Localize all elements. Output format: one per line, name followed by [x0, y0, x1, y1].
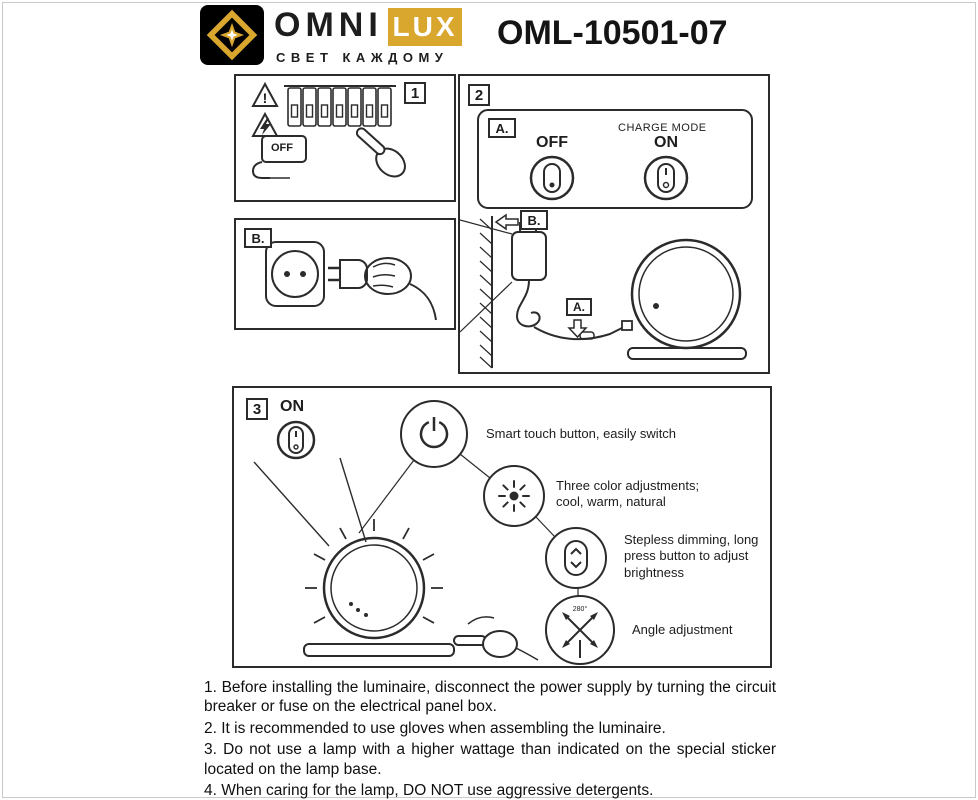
charge-off-label: OFF: [536, 134, 568, 151]
callout-color-text: Three color adjustments; cool, warm, nat…: [556, 478, 700, 510]
pressing-hand-icon: [355, 127, 406, 178]
step1-off-sticker-label: OFF: [271, 142, 293, 154]
instruction-3: 3. Do not use a lamp with a higher watta…: [204, 741, 776, 778]
instruction-1: 1. Before installing the luminaire, disc…: [204, 679, 776, 716]
dimming-icon: [545, 527, 607, 589]
color-adjust-icon: [483, 465, 545, 527]
electric-hazard-icon: [251, 111, 279, 137]
step2-label: 2: [468, 84, 490, 106]
step1-label: 1: [404, 82, 426, 104]
step3-label: 3: [246, 398, 268, 420]
instructions: 1. Before installing the luminaire, disc…: [204, 678, 776, 800]
zoom-line-bottom: [460, 281, 513, 333]
pointer-line-right: [339, 457, 367, 543]
connector-arrow-icon: [567, 319, 588, 339]
wall-icon: [479, 216, 493, 369]
power-adapter-icon: [511, 222, 633, 341]
logo-star-icon: [206, 9, 258, 61]
callout-links: [358, 453, 579, 596]
instruction-2: 2. It is recommended to use gloves when …: [204, 719, 666, 737]
omnilux-logo: [200, 5, 264, 65]
step1-panel: !: [234, 74, 456, 202]
wall-socket-icon: [265, 241, 325, 307]
brand-tagline: СВЕТ КАЖДОМУ: [276, 50, 449, 65]
circuit-breaker-icon: [284, 85, 396, 127]
warning-icon: !: [251, 81, 279, 107]
off-sticker-icon: [251, 135, 307, 179]
charge-mode-label: CHARGE MODE: [618, 122, 707, 134]
angle-adjust-icon: 280°: [545, 595, 615, 665]
instruction-4: 4. When caring for the lamp, DO NOT use …: [204, 781, 654, 799]
callout-angle-text: Angle adjustment: [632, 622, 733, 637]
step3-panel: 280° 3 ON Smart touch button, easily swi…: [232, 386, 772, 668]
charge-switch-off-icon: [529, 155, 575, 201]
angle-badge: 280°: [573, 605, 588, 613]
touch-hand-icon: [453, 616, 539, 661]
step2-a-label: A.: [488, 118, 516, 138]
brand-lux: LUX: [388, 8, 462, 46]
plug-hand-icon: [328, 257, 437, 321]
push-arrow-icon: [494, 213, 519, 231]
lamp-side-icon: [627, 238, 747, 360]
charge-switch-on-icon: [643, 155, 689, 201]
stepB-label: B.: [244, 228, 272, 248]
model-number: OML-10501-07: [497, 14, 728, 52]
pointer-line-left: [253, 461, 330, 547]
step2-b-label: B.: [520, 210, 548, 230]
touch-button-icon: [400, 400, 468, 468]
charge-on-label: ON: [654, 134, 678, 151]
callout-dimming-text: Stepless dimming, long press button to a…: [624, 532, 759, 580]
step3-on-label: ON: [280, 398, 304, 415]
stepB-panel: B.: [234, 218, 456, 330]
charge-mode-box: [477, 109, 753, 209]
step2-connector-a-label: A.: [566, 298, 592, 316]
callout-touch-text: Smart touch button, easily switch: [486, 426, 677, 441]
step2-panel: 2 A. CHARGE MODE OFF ON B. A.: [458, 74, 770, 374]
on-switch-icon: [276, 420, 316, 460]
svg-text:!: !: [263, 90, 268, 106]
brand-omni: OMNI: [274, 6, 383, 44]
lamp-front-icon: [303, 519, 455, 657]
zoom-line-top: [460, 219, 513, 235]
